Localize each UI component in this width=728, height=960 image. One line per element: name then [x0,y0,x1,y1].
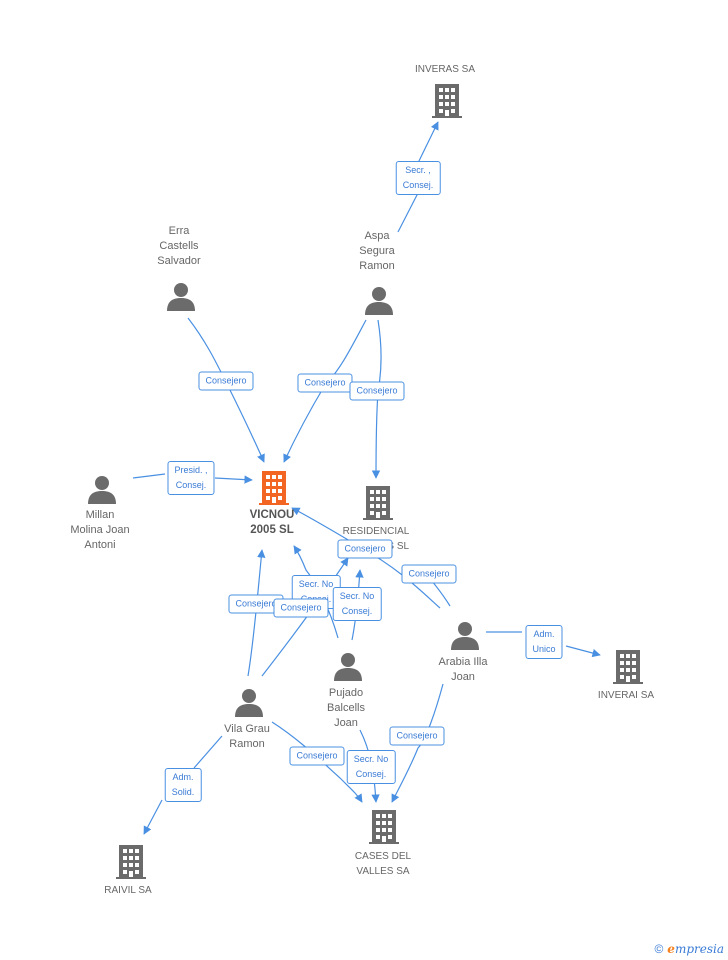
building-icon-vicnou[interactable] [259,471,289,505]
edge-label-pujado-cases[interactable]: Secr. No Consej. [346,750,396,784]
node-label-vicnou[interactable]: VICNOU 2005 SL [249,509,295,536]
node-label-pujado[interactable]: Pujado Balcells Joan [327,687,365,729]
node-label-inverai[interactable]: INVERAI SA [597,690,655,701]
edge-label-aspa-residencial[interactable]: Consejero [349,381,405,401]
edge-vila-residencial [261,557,349,677]
node-label-vila[interactable]: Vila Grau Ramon [224,723,270,750]
person-icon-aspa[interactable] [365,287,393,315]
edge-label-arabia-residencial[interactable]: Consejero [401,564,457,584]
node-label-arabia[interactable]: Arabia Illa Joan [438,656,488,683]
edge-pujado-vicnou [293,545,339,639]
node-label-cases[interactable]: CASES DEL VALLES SA [354,851,412,877]
edge-vila-vicnou [247,549,266,677]
copyright-icon: © [654,942,664,956]
edge-label-millan-vicnou[interactable]: Presid. , Consej. [167,461,215,495]
node-label-raivil[interactable]: RAIVIL SA [104,885,152,896]
person-icon-erra[interactable] [167,283,195,311]
building-icon-inveras[interactable] [432,84,462,118]
node-label-inveras[interactable]: INVERAS SA [414,64,476,75]
node-label-millan[interactable]: Millan Molina Joan Antoni [70,509,130,551]
edge-label-pujado-residencial[interactable]: Secr. No Consej. [332,587,382,621]
edge-millan-vicnou [132,474,252,480]
edge-vila-cases [271,721,363,803]
edge-label-vila-cases[interactable]: Consejero [289,746,345,766]
person-icon-millan[interactable] [88,476,116,504]
edge-label-vila-raivil[interactable]: Adm. Solid. [164,768,202,802]
edge-vila-raivil [144,735,223,834]
edge-label-erra-vicnou[interactable]: Consejero [198,371,254,391]
brand-logo[interactable]: ©empresia [654,942,724,956]
building-icon-residencial[interactable] [363,486,393,520]
node-label-aspa[interactable]: Aspa Segura Ramon [359,230,395,272]
building-icon-cases[interactable] [369,810,399,844]
edge-label-vila-residencial[interactable]: Consejero [273,598,329,618]
person-icon-arabia[interactable] [451,622,479,650]
building-icon-raivil[interactable] [116,845,146,879]
edge-label-aspa-inveras[interactable]: Secr. , Consej. [395,161,441,195]
edge-label-arabia-inverai[interactable]: Adm. Unico [525,625,563,659]
edge-label-arabia-cases[interactable]: Consejero [389,726,445,746]
edge-aspa-inveras [397,122,438,233]
edge-arabia-cases [391,683,444,803]
brand-logo-text: mpresia [674,942,724,956]
edge-label-aspa-vicnou[interactable]: Consejero [297,373,353,393]
edge-arabia-inverai [486,631,600,655]
brand-logo-e: e [667,942,675,956]
edge-label-arabia-vicnou[interactable]: Consejero [337,539,393,559]
person-icon-vila[interactable] [235,689,263,717]
person-icon-pujado[interactable] [334,653,362,681]
building-icon-inverai[interactable] [613,650,643,684]
node-label-erra[interactable]: Erra Castells Salvador [157,225,201,267]
